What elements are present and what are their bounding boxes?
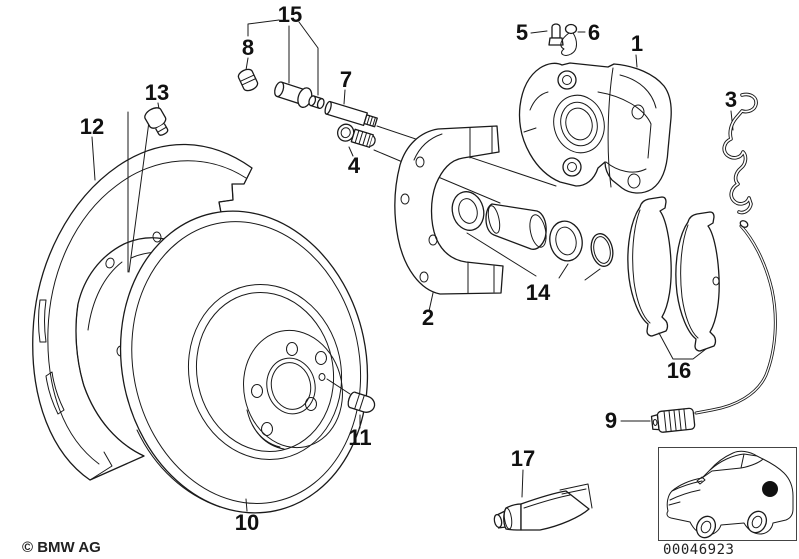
part-label-5: 5: [515, 20, 529, 45]
part-label-10: 10: [234, 510, 260, 535]
part-label-17: 17: [510, 446, 536, 471]
brake-pads-part-16: [627, 196, 720, 360]
bleeder-screw-part-5: [530, 23, 564, 46]
lubricant-tube-part-17: [493, 469, 593, 531]
guide-pin-part-7: [324, 89, 378, 128]
part-label-8: 8: [241, 35, 255, 60]
car-outline: [666, 450, 794, 539]
wear-sensor-part-9: [620, 220, 777, 433]
car-locator-box: [658, 447, 797, 541]
disc-set-screw-part-11: [347, 391, 376, 413]
part-label-13: 13: [144, 80, 170, 105]
caliper-bolt-part-4: [336, 123, 376, 157]
spring-clip-part-3: [722, 92, 758, 215]
drawing-number: 00046923: [663, 542, 735, 558]
part-label-14: 14: [525, 280, 551, 305]
part-label-3: 3: [724, 87, 738, 112]
part-label-9: 9: [604, 408, 618, 433]
part-label-6: 6: [587, 20, 601, 45]
part-label-2: 2: [421, 305, 435, 330]
part-label-16: 16: [666, 358, 692, 383]
repair-kit-part-15: [274, 21, 325, 110]
part-label-11: 11: [348, 425, 372, 450]
location-dot: [762, 481, 778, 497]
part-label-4: 4: [347, 153, 361, 178]
brake-caliper-part-1: [518, 54, 672, 194]
part-label-12: 12: [79, 114, 105, 139]
part-label-1: 1: [630, 31, 644, 56]
brake-disc-part-10: [119, 210, 369, 514]
part-label-7: 7: [339, 67, 353, 92]
piston-kit-part-14: [451, 191, 614, 281]
bleeder-cap-part-6: [560, 23, 586, 56]
part-label-15: 15: [277, 2, 303, 27]
caliper-carrier-part-2: [394, 125, 504, 312]
copyright-text: © BMW AG: [22, 539, 101, 556]
shield-bolt-part-13: [127, 102, 169, 273]
plug-part-8: [237, 19, 280, 92]
